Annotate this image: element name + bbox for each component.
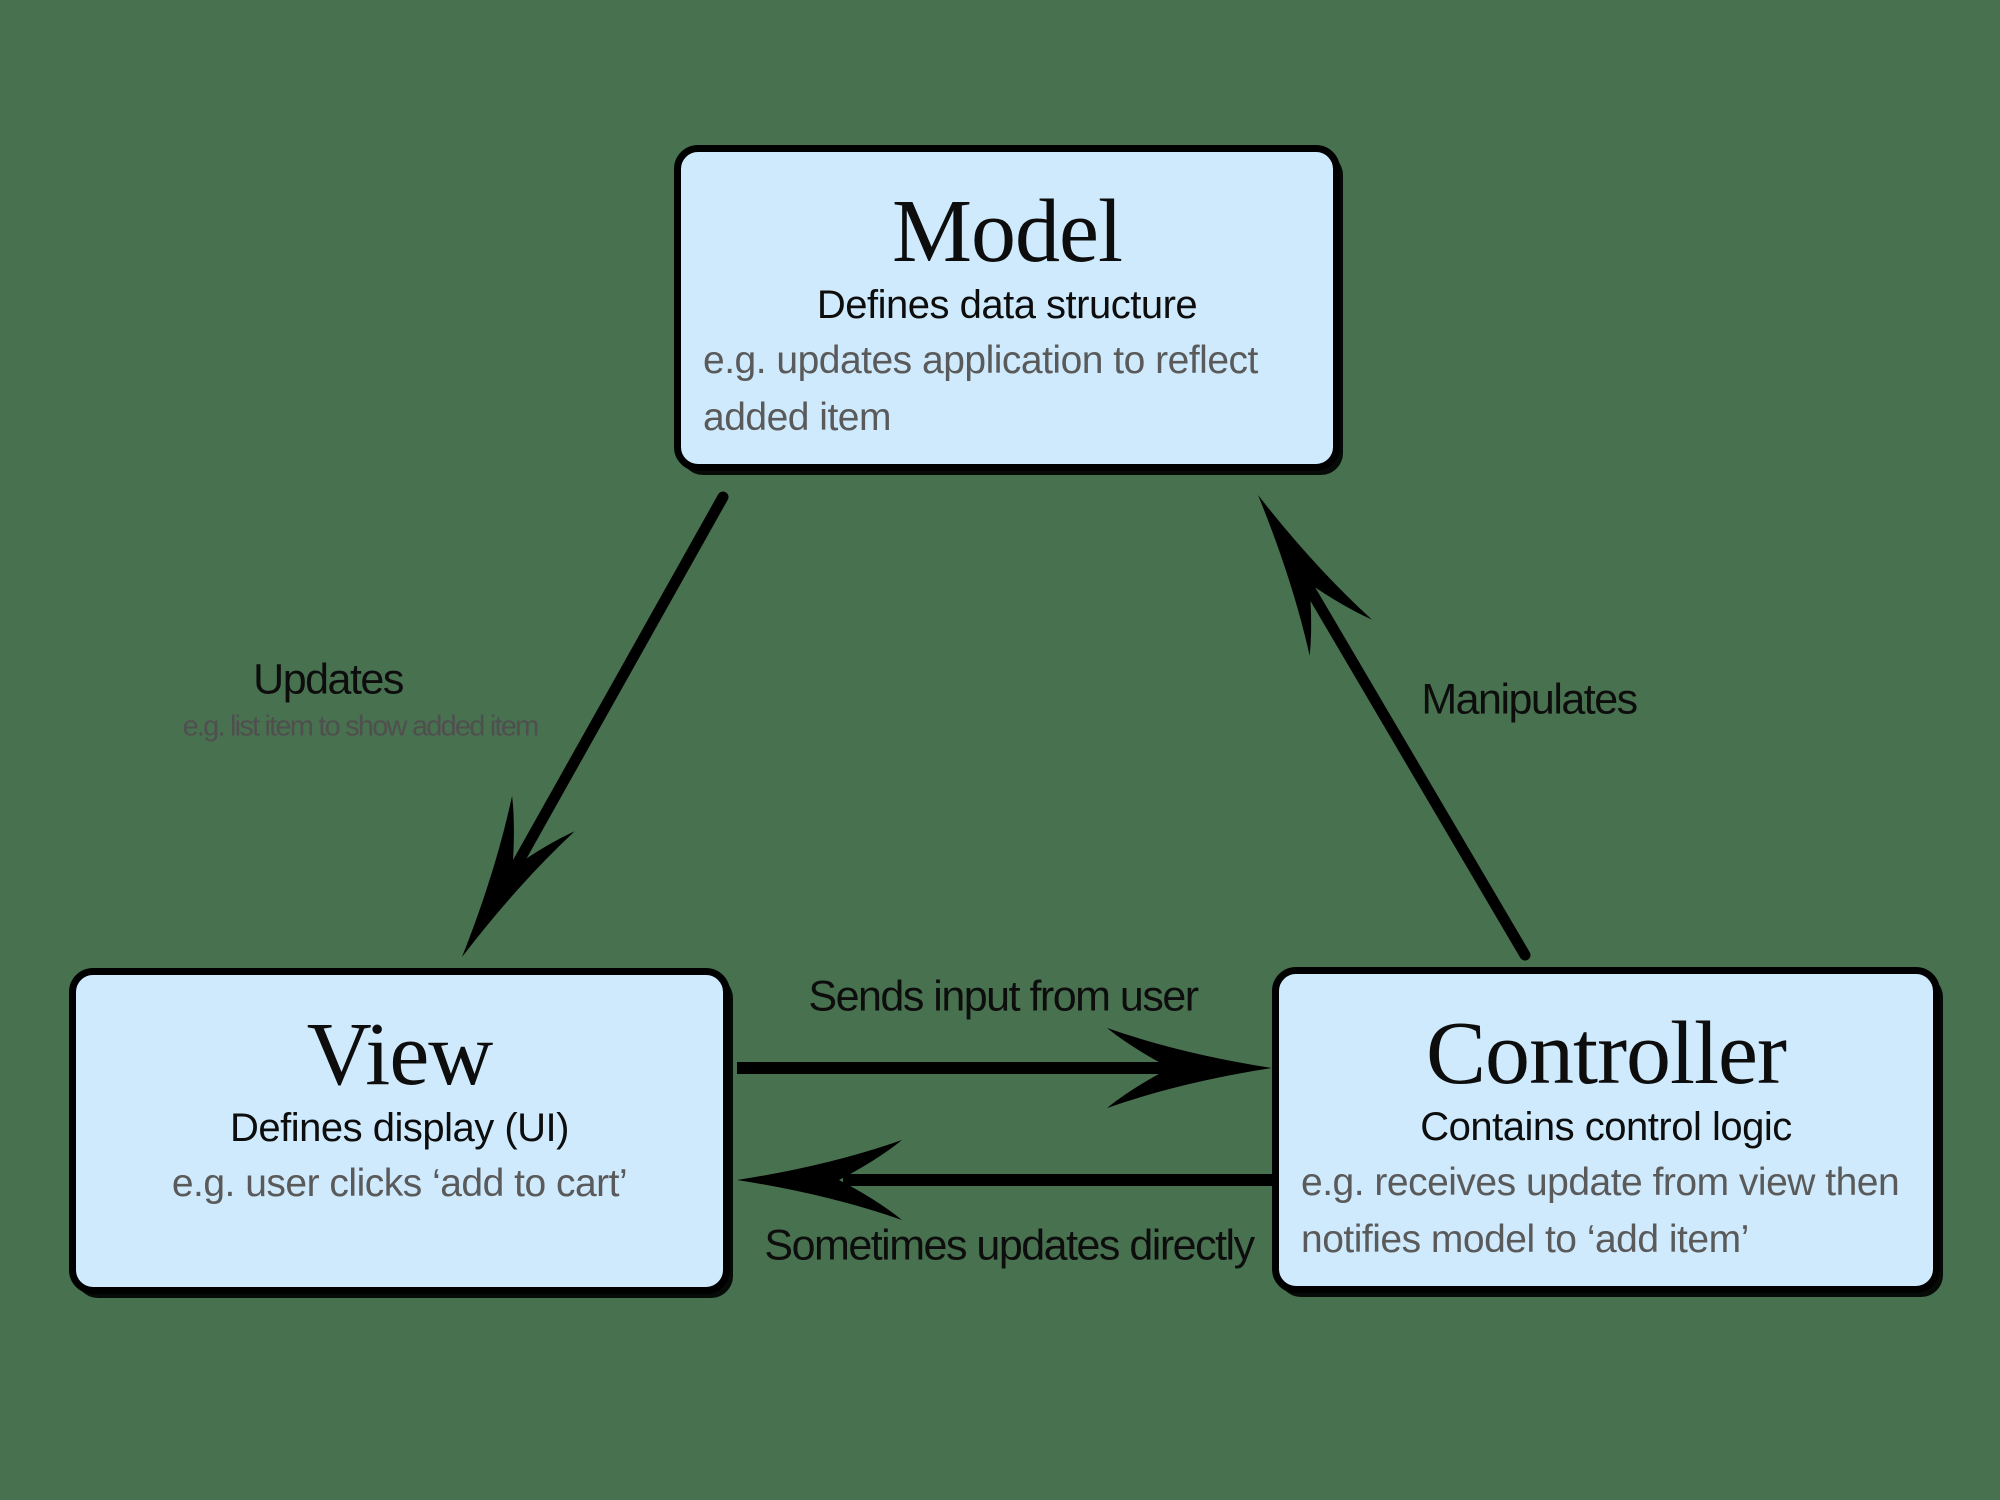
controller-subtitle: Contains control logic	[1420, 1104, 1792, 1149]
model-example: e.g. updates application to reflect adde…	[703, 338, 1258, 439]
view-example: e.g. user clicks ‘add to cart’	[171, 1161, 628, 1205]
view-node: View Defines display (UI) e.g. user clic…	[69, 968, 730, 1294]
sends-input-arrow	[737, 1028, 1272, 1108]
view-title: View	[306, 1005, 494, 1104]
model-title: Model	[892, 182, 1123, 281]
updates-label: Updates	[253, 655, 404, 704]
sends-input-arrowhead	[1107, 1028, 1272, 1108]
view-subtitle: Defines display (UI)	[229, 1105, 570, 1150]
sometimes-updates-arrowhead	[737, 1140, 902, 1220]
manipulates-label: Manipulates	[1421, 675, 1638, 724]
sends-input-label: Sends input from user	[808, 972, 1199, 1021]
updates-arrow	[462, 491, 729, 957]
sometimes-updates-arrow	[737, 1140, 1272, 1220]
manipulates-arrow	[1258, 495, 1531, 961]
controller-example: e.g. receives update from view then noti…	[1301, 1160, 1900, 1261]
sometimes-updates-label: Sometimes updates directly	[764, 1221, 1255, 1270]
updates-arrowhead	[462, 795, 575, 957]
controller-node: Controller Contains control logic e.g. r…	[1272, 967, 1940, 1293]
model-node: Model Defines data structure e.g. update…	[674, 145, 1340, 471]
model-subtitle: Defines data structure	[816, 282, 1198, 327]
updates-sublabel: e.g. list item to show added item	[182, 710, 540, 743]
controller-title: Controller	[1426, 1004, 1787, 1103]
manipulates-arrowhead	[1258, 495, 1372, 656]
